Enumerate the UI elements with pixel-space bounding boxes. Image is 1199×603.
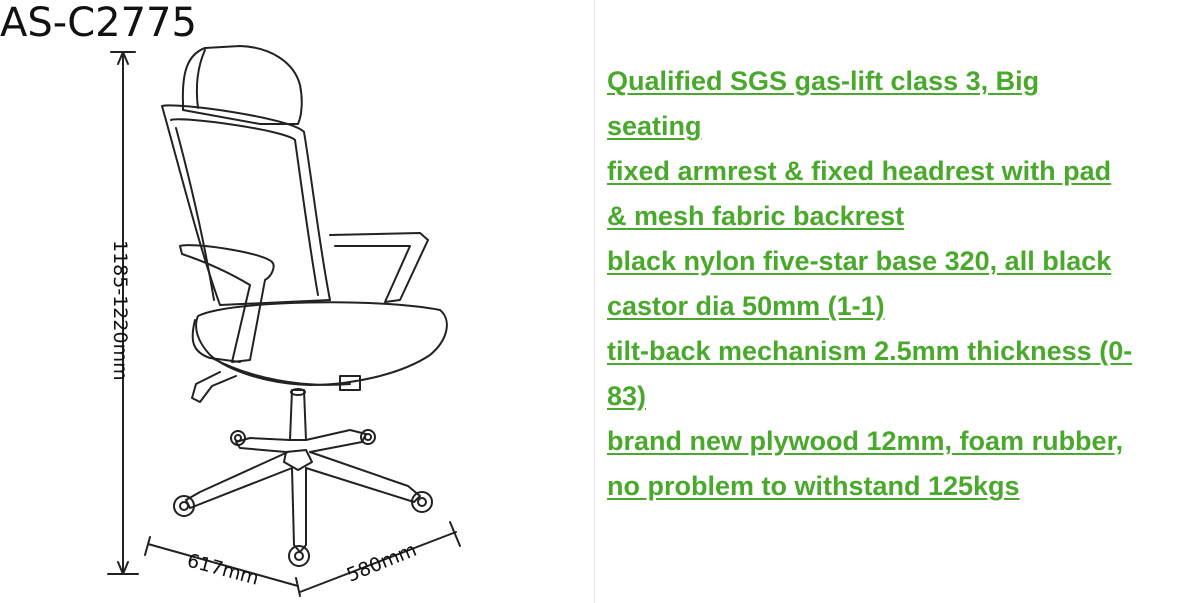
model-code: AS-C2775: [0, 0, 197, 46]
height-dimension-label: 1185-1220mm: [109, 240, 131, 381]
width-dimension-label: 580mm: [344, 539, 420, 587]
depth-dimension-label: 617mm: [185, 550, 261, 590]
spec-line[interactable]: fixed armrest & fixed headrest with pad: [607, 156, 1112, 186]
product-drawing-panel: AS-C2775: [0, 0, 595, 603]
chair-line-drawing: 1185-1220mm 617mm 580mm: [107, 45, 461, 597]
spec-line[interactable]: no problem to withstand 125kgs: [607, 471, 1020, 501]
spec-list: Qualified SGS gas-lift class 3, Big seat…: [607, 59, 1197, 509]
spec-line[interactable]: seating: [607, 111, 702, 141]
spec-line[interactable]: Qualified SGS gas-lift class 3, Big: [607, 66, 1040, 96]
spec-line[interactable]: brand new plywood 12mm, foam rubber,: [607, 426, 1124, 456]
width-dimension-line: [299, 531, 457, 593]
spec-line[interactable]: black nylon five-star base 320, all blac…: [607, 246, 1112, 276]
spec-line[interactable]: castor dia 50mm (1-1): [607, 291, 885, 321]
depth-dimension-line: [147, 543, 299, 587]
spec-line[interactable]: & mesh fabric backrest: [607, 201, 905, 231]
spec-line[interactable]: 83): [607, 381, 647, 411]
spec-line[interactable]: tilt-back mechanism 2.5mm thickness (0-: [607, 336, 1133, 366]
